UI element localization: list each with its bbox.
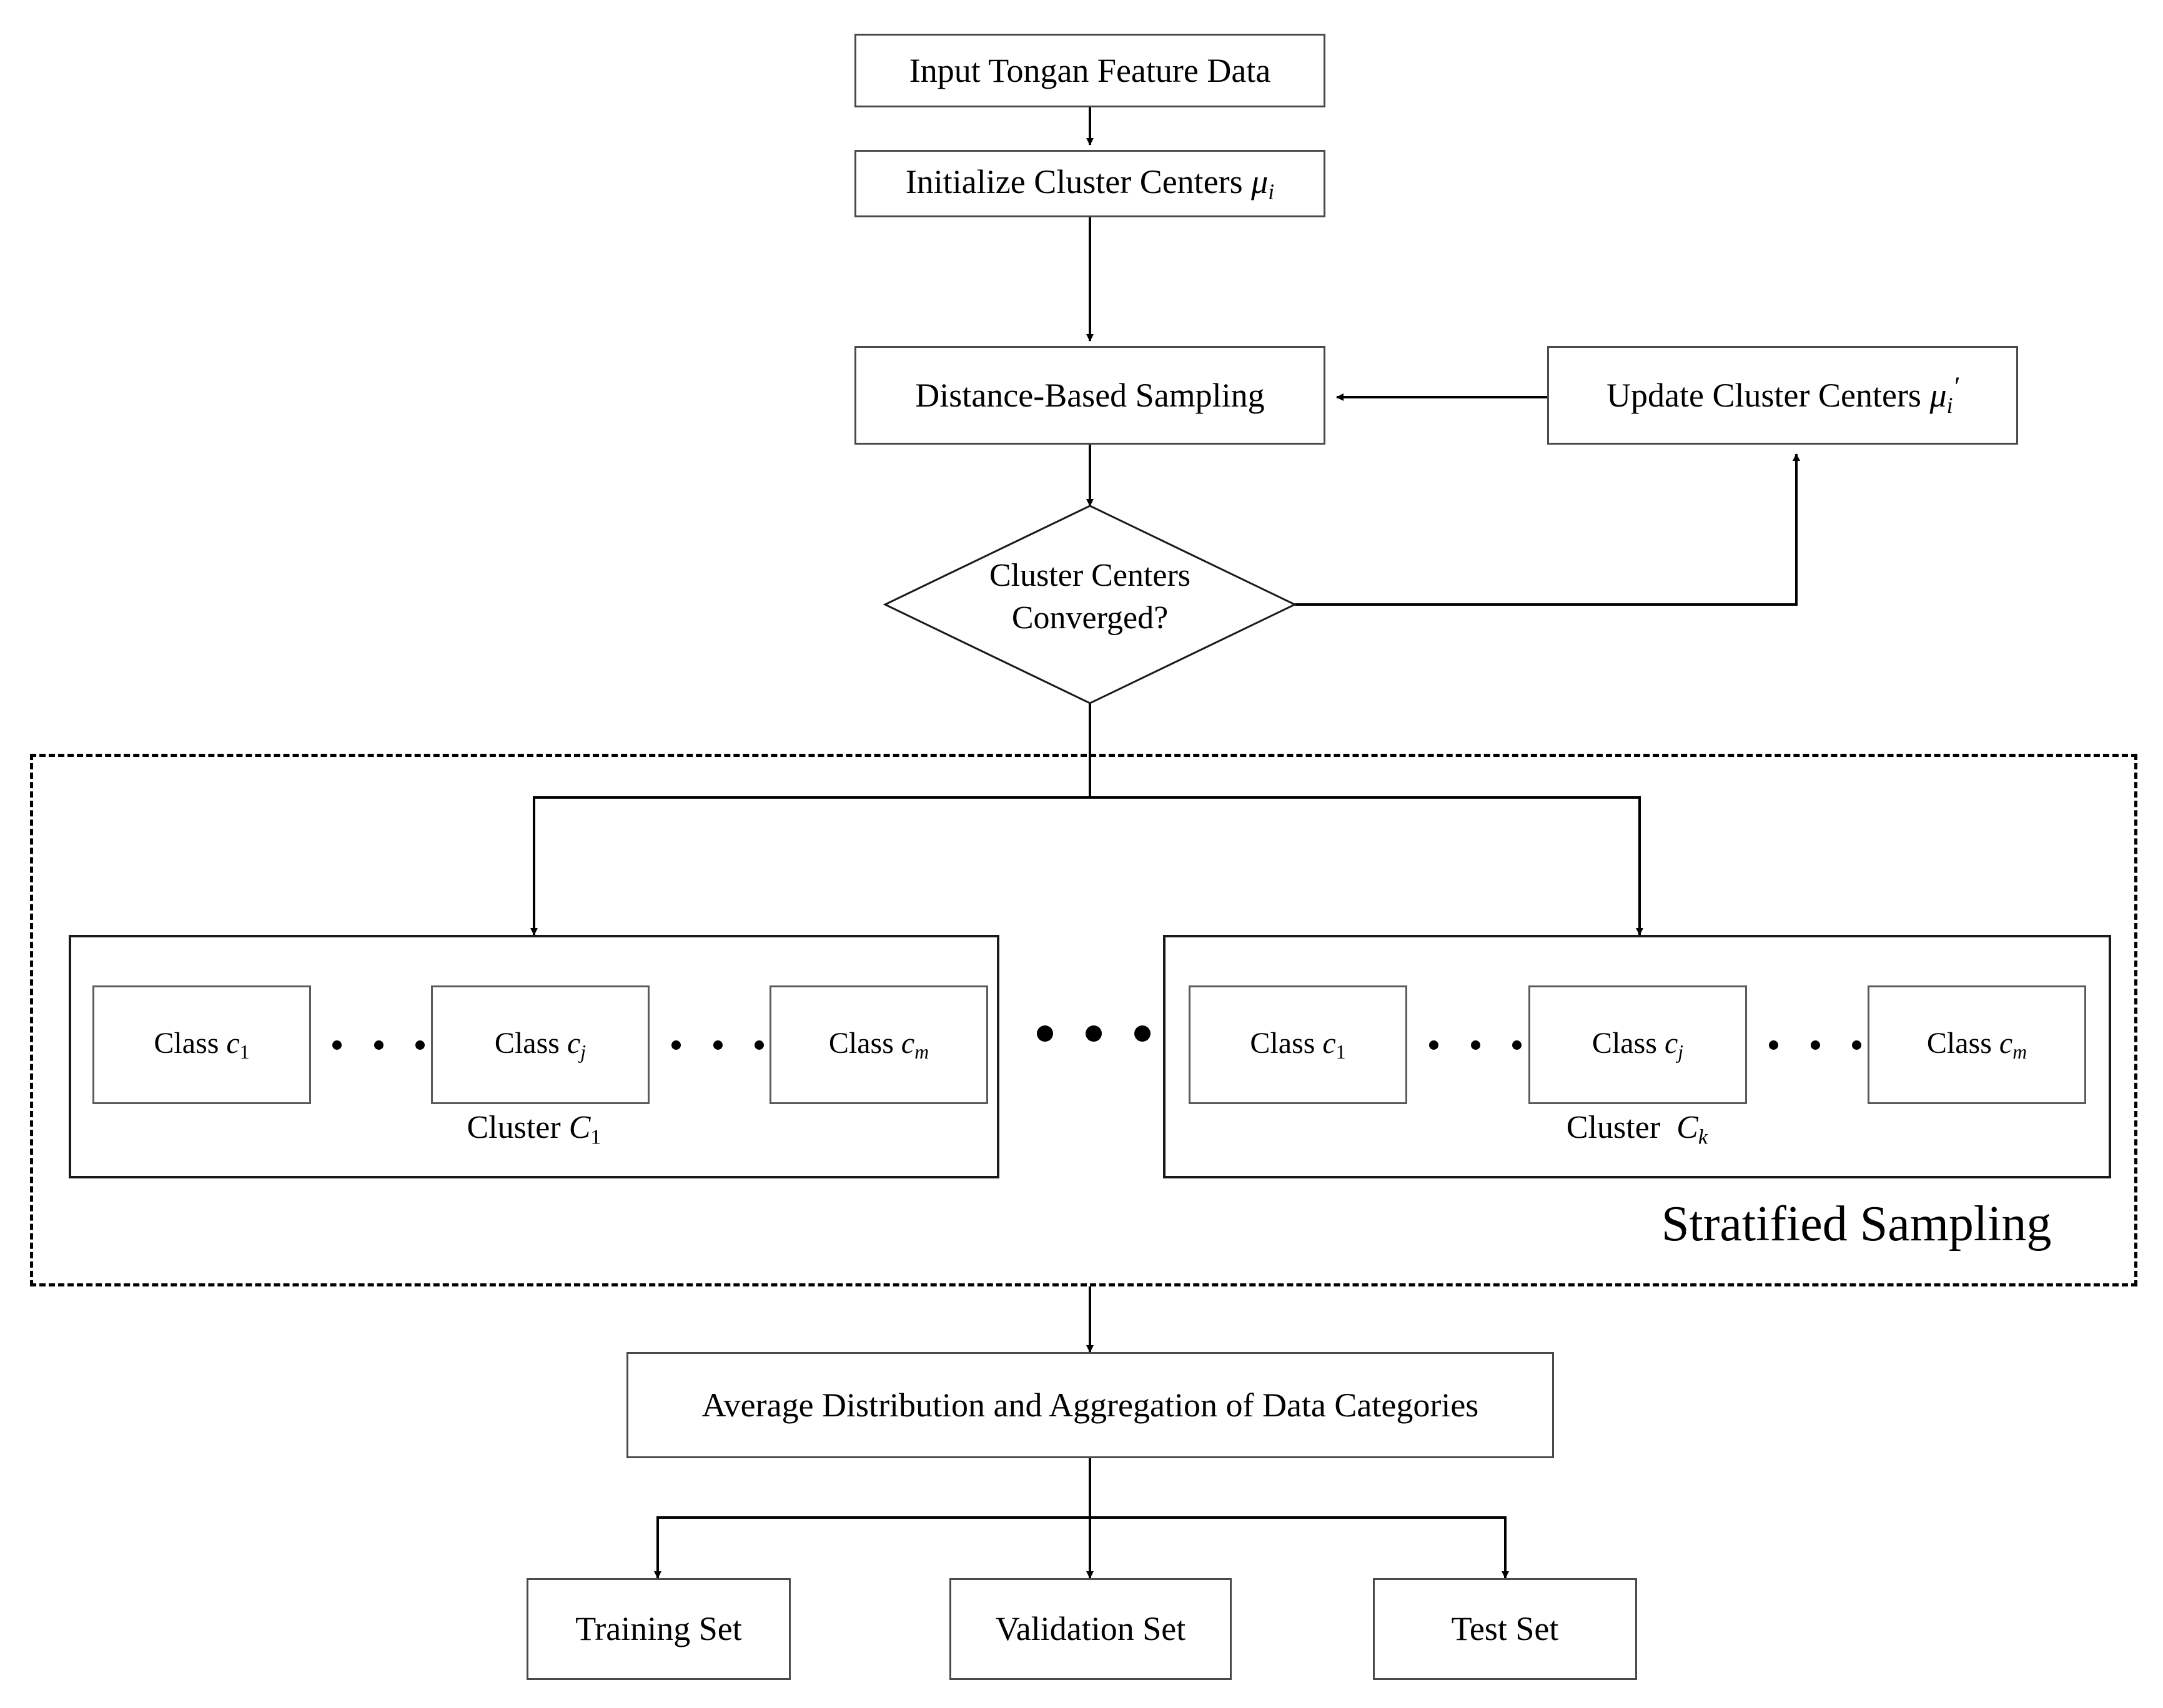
class-symbol: c: [1664, 1027, 1678, 1060]
cluster-label-symbol: C: [1676, 1110, 1698, 1145]
edge-decision-to-update: [1295, 453, 1800, 606]
stratified-sampling-label: Stratified Sampling: [1661, 1197, 2052, 1251]
class-box-cm-cluster1[interactable]: Class cm: [770, 985, 988, 1104]
class-subscript: 1: [1335, 1040, 1346, 1063]
node-validation-set-label: Validation Set: [995, 1610, 1186, 1648]
class-prefix: Class: [828, 1027, 894, 1060]
class-symbol: c: [1322, 1027, 1336, 1060]
decision-diamond: [883, 505, 1297, 704]
class-symbol: c: [226, 1027, 240, 1060]
class-subscript: 1: [239, 1040, 250, 1063]
class-box-c1-clusterk[interactable]: Class c1: [1189, 985, 1407, 1104]
node-sampling-label: Distance-Based Sampling: [915, 376, 1265, 414]
node-input-data[interactable]: Input Tongan Feature Data: [854, 34, 1325, 107]
class-subscript: m: [914, 1040, 929, 1063]
node-initialize-label: Initialize Cluster Centers: [905, 163, 1243, 201]
cluster-label-subscript: 1: [590, 1125, 601, 1149]
mu-prime-symbol: μ: [1929, 377, 1947, 415]
decision-label: Cluster Centers Converged?: [885, 555, 1295, 639]
class-prefix: Class: [1591, 1027, 1657, 1060]
decision-label-line1: Cluster Centers: [989, 558, 1191, 593]
cluster-label-symbol: C: [568, 1110, 591, 1145]
node-training-set-label: Training Set: [575, 1610, 742, 1648]
node-distance-based-sampling[interactable]: Distance-Based Sampling: [854, 346, 1325, 445]
class-box-cj-clusterk[interactable]: Class cj: [1528, 985, 1747, 1104]
cluster-label-prefix: Cluster: [467, 1110, 561, 1145]
class-box-cm-clusterk[interactable]: Class cm: [1868, 985, 2086, 1104]
class-box-cj-cluster1[interactable]: Class cj: [431, 985, 650, 1104]
node-training-set[interactable]: Training Set: [527, 1578, 791, 1680]
mu-symbol: μ: [1251, 163, 1269, 201]
class-symbol: c: [901, 1027, 915, 1060]
edge-split-right: [1090, 796, 1643, 935]
node-aggregation[interactable]: Average Distribution and Aggregation of …: [626, 1352, 1554, 1458]
class-subscript: j: [580, 1040, 587, 1063]
cluster-k-label: Cluster Ck: [1163, 1109, 2111, 1150]
class-subscript: m: [2012, 1040, 2027, 1063]
node-update-label: Update Cluster Centers: [1606, 377, 1921, 415]
node-test-set-label: Test Set: [1451, 1610, 1559, 1648]
node-input-data-label: Input Tongan Feature Data: [909, 51, 1271, 89]
class-subscript: j: [1678, 1040, 1684, 1063]
class-prefix: Class: [154, 1027, 219, 1060]
class-symbol: c: [1999, 1027, 2013, 1060]
node-update-centers[interactable]: Update Cluster Centers μi′: [1547, 346, 2018, 445]
class-prefix: Class: [1926, 1027, 1992, 1060]
edge-aggregation-to-test: [1090, 1516, 1509, 1579]
edge-split-left: [530, 796, 1090, 935]
node-aggregation-label: Average Distribution and Aggregation of …: [701, 1386, 1479, 1424]
class-prefix: Class: [494, 1027, 560, 1060]
decision-label-line2: Converged?: [1011, 600, 1169, 636]
mu-subscript: i: [1268, 179, 1275, 204]
cluster-label-subscript: k: [1698, 1125, 1708, 1149]
edge-aggregation-to-training: [654, 1516, 1090, 1579]
class-prefix: Class: [1250, 1027, 1315, 1060]
node-initialize-centers[interactable]: Initialize Cluster Centers μi: [854, 150, 1325, 217]
prime-mark: ′: [1953, 372, 1959, 402]
cluster-1-label: Cluster C1: [69, 1109, 999, 1150]
mu-prime-subscript: i: [1946, 393, 1953, 418]
class-box-c1-cluster1[interactable]: Class c1: [92, 985, 311, 1104]
node-test-set[interactable]: Test Set: [1373, 1578, 1637, 1680]
stratified-sampling-region: [30, 754, 2137, 1286]
node-validation-set[interactable]: Validation Set: [949, 1578, 1232, 1680]
cluster-label-prefix: Cluster: [1566, 1110, 1661, 1145]
class-symbol: c: [567, 1027, 581, 1060]
